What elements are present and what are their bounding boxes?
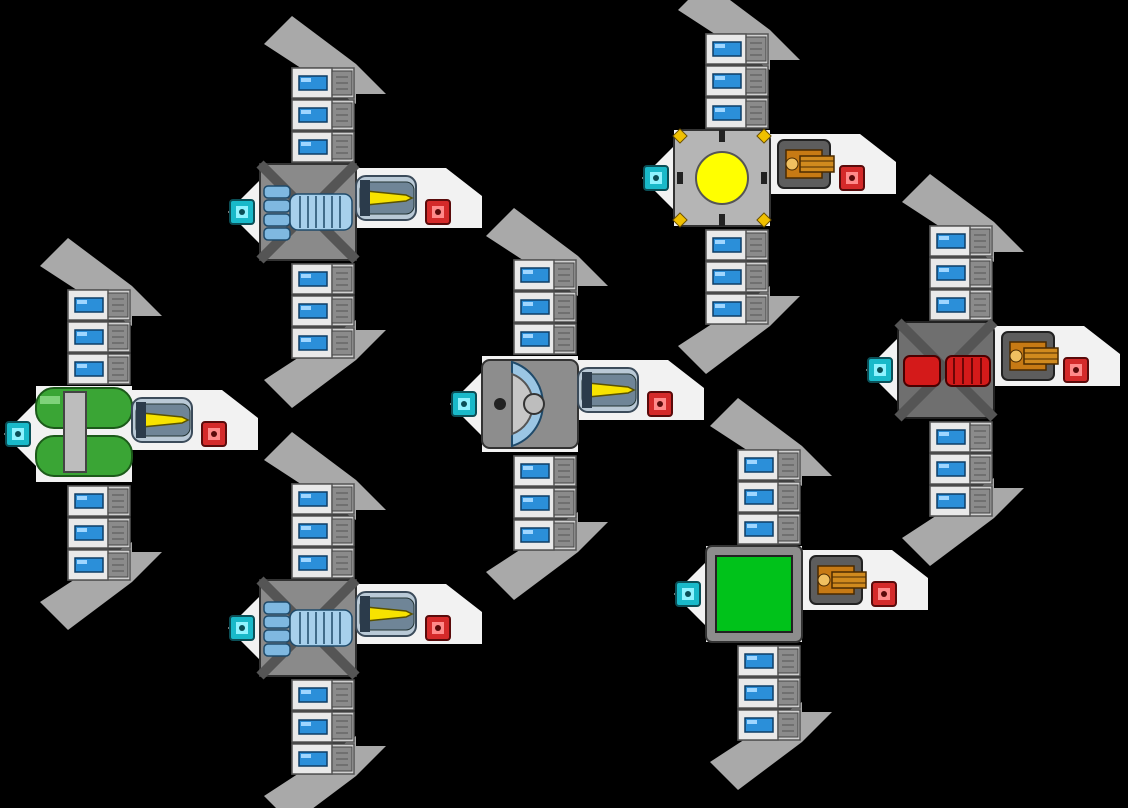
- battery-icon: [737, 481, 801, 513]
- wing-tip-upper: [802, 446, 832, 476]
- blue-dome-reactor-icon: [481, 359, 579, 449]
- battery-icon: [291, 131, 355, 163]
- wing-tip-lower: [356, 330, 386, 360]
- wing-tip-upper: [770, 30, 800, 60]
- battery-icon: [737, 513, 801, 545]
- battery-icon: [929, 421, 993, 453]
- battery-icon: [291, 743, 355, 775]
- battery-icon: [291, 547, 355, 579]
- battery-icon: [705, 97, 769, 129]
- battery-icon: [929, 257, 993, 289]
- weapon-port-icon: [425, 199, 451, 225]
- battery-icon: [513, 519, 577, 551]
- battery-icon: [67, 549, 131, 581]
- blue-engine-ship-upper[interactable]: [228, 16, 482, 408]
- red-plasma-engine-icon: [894, 318, 998, 422]
- battery-icon: [737, 709, 801, 741]
- gatling-turret-icon: [809, 555, 867, 605]
- battery-icon: [705, 293, 769, 325]
- wing-tip-lower: [132, 552, 162, 582]
- weapon-port-icon: [425, 615, 451, 641]
- battery-icon: [513, 487, 577, 519]
- battery-icon: [705, 65, 769, 97]
- battery-icon: [291, 327, 355, 359]
- connector-port-icon: [229, 615, 255, 641]
- wing-tip-upper: [356, 480, 386, 510]
- battery-icon: [291, 295, 355, 327]
- battery-icon: [291, 711, 355, 743]
- wing-tip-lower: [356, 746, 386, 776]
- battery-icon: [929, 289, 993, 321]
- battery-icon: [929, 485, 993, 517]
- sun-core-ship[interactable]: [642, 0, 896, 374]
- weapon-port-icon: [871, 581, 897, 607]
- battery-icon: [929, 453, 993, 485]
- wing-tip-upper: [356, 64, 386, 94]
- gatling-turret-icon: [1001, 331, 1059, 381]
- battery-icon: [513, 323, 577, 355]
- wing-tip-lower: [802, 712, 832, 742]
- battery-icon: [67, 289, 131, 321]
- battery-icon: [737, 677, 801, 709]
- wing-tip-lower: [578, 522, 608, 552]
- battery-icon: [67, 353, 131, 385]
- battery-icon: [291, 679, 355, 711]
- green-screen-ship[interactable]: [674, 398, 928, 790]
- red-engine-ship[interactable]: [866, 174, 1120, 566]
- battery-icon: [929, 225, 993, 257]
- weapon-port-icon: [839, 165, 865, 191]
- battery-icon: [705, 33, 769, 65]
- connector-port-icon: [229, 199, 255, 225]
- battery-icon: [67, 321, 131, 353]
- battery-icon: [513, 455, 577, 487]
- green-fuel-tank-icon: [35, 387, 133, 477]
- connector-port-icon: [5, 421, 31, 447]
- battery-icon: [705, 261, 769, 293]
- missile-launcher-icon: [577, 367, 639, 413]
- missile-launcher-icon: [131, 397, 193, 443]
- green-cargo-panel-icon: [705, 545, 803, 643]
- connector-port-icon: [643, 165, 669, 191]
- gatling-turret-icon: [777, 139, 835, 189]
- connector-port-icon: [867, 357, 893, 383]
- battery-icon: [291, 67, 355, 99]
- blue-engine-ship-lower[interactable]: [228, 432, 482, 808]
- battery-icon: [737, 449, 801, 481]
- blue-ion-engine-icon: [256, 160, 360, 264]
- weapon-port-icon: [647, 391, 673, 417]
- blue-ion-engine-icon: [256, 576, 360, 680]
- battery-icon: [513, 291, 577, 323]
- missile-launcher-icon: [355, 591, 417, 637]
- connector-port-icon: [675, 581, 701, 607]
- battery-icon: [291, 263, 355, 295]
- wing-tip-upper: [578, 256, 608, 286]
- weapon-port-icon: [201, 421, 227, 447]
- battery-icon: [291, 515, 355, 547]
- battery-icon: [737, 645, 801, 677]
- wing-tip-lower: [994, 488, 1024, 518]
- wing-tip-upper: [132, 286, 162, 316]
- battery-icon: [705, 229, 769, 261]
- yellow-energy-orb-icon: [672, 128, 772, 228]
- wing-tip-lower: [770, 296, 800, 326]
- battery-icon: [291, 99, 355, 131]
- missile-launcher-icon: [355, 175, 417, 221]
- dome-reactor-ship[interactable]: [450, 208, 704, 600]
- wing-tip-upper: [994, 222, 1024, 252]
- green-tank-ship[interactable]: [4, 238, 258, 630]
- battery-icon: [67, 485, 131, 517]
- connector-port-icon: [451, 391, 477, 417]
- weapon-port-icon: [1063, 357, 1089, 383]
- battery-icon: [291, 483, 355, 515]
- battery-icon: [513, 259, 577, 291]
- battery-icon: [67, 517, 131, 549]
